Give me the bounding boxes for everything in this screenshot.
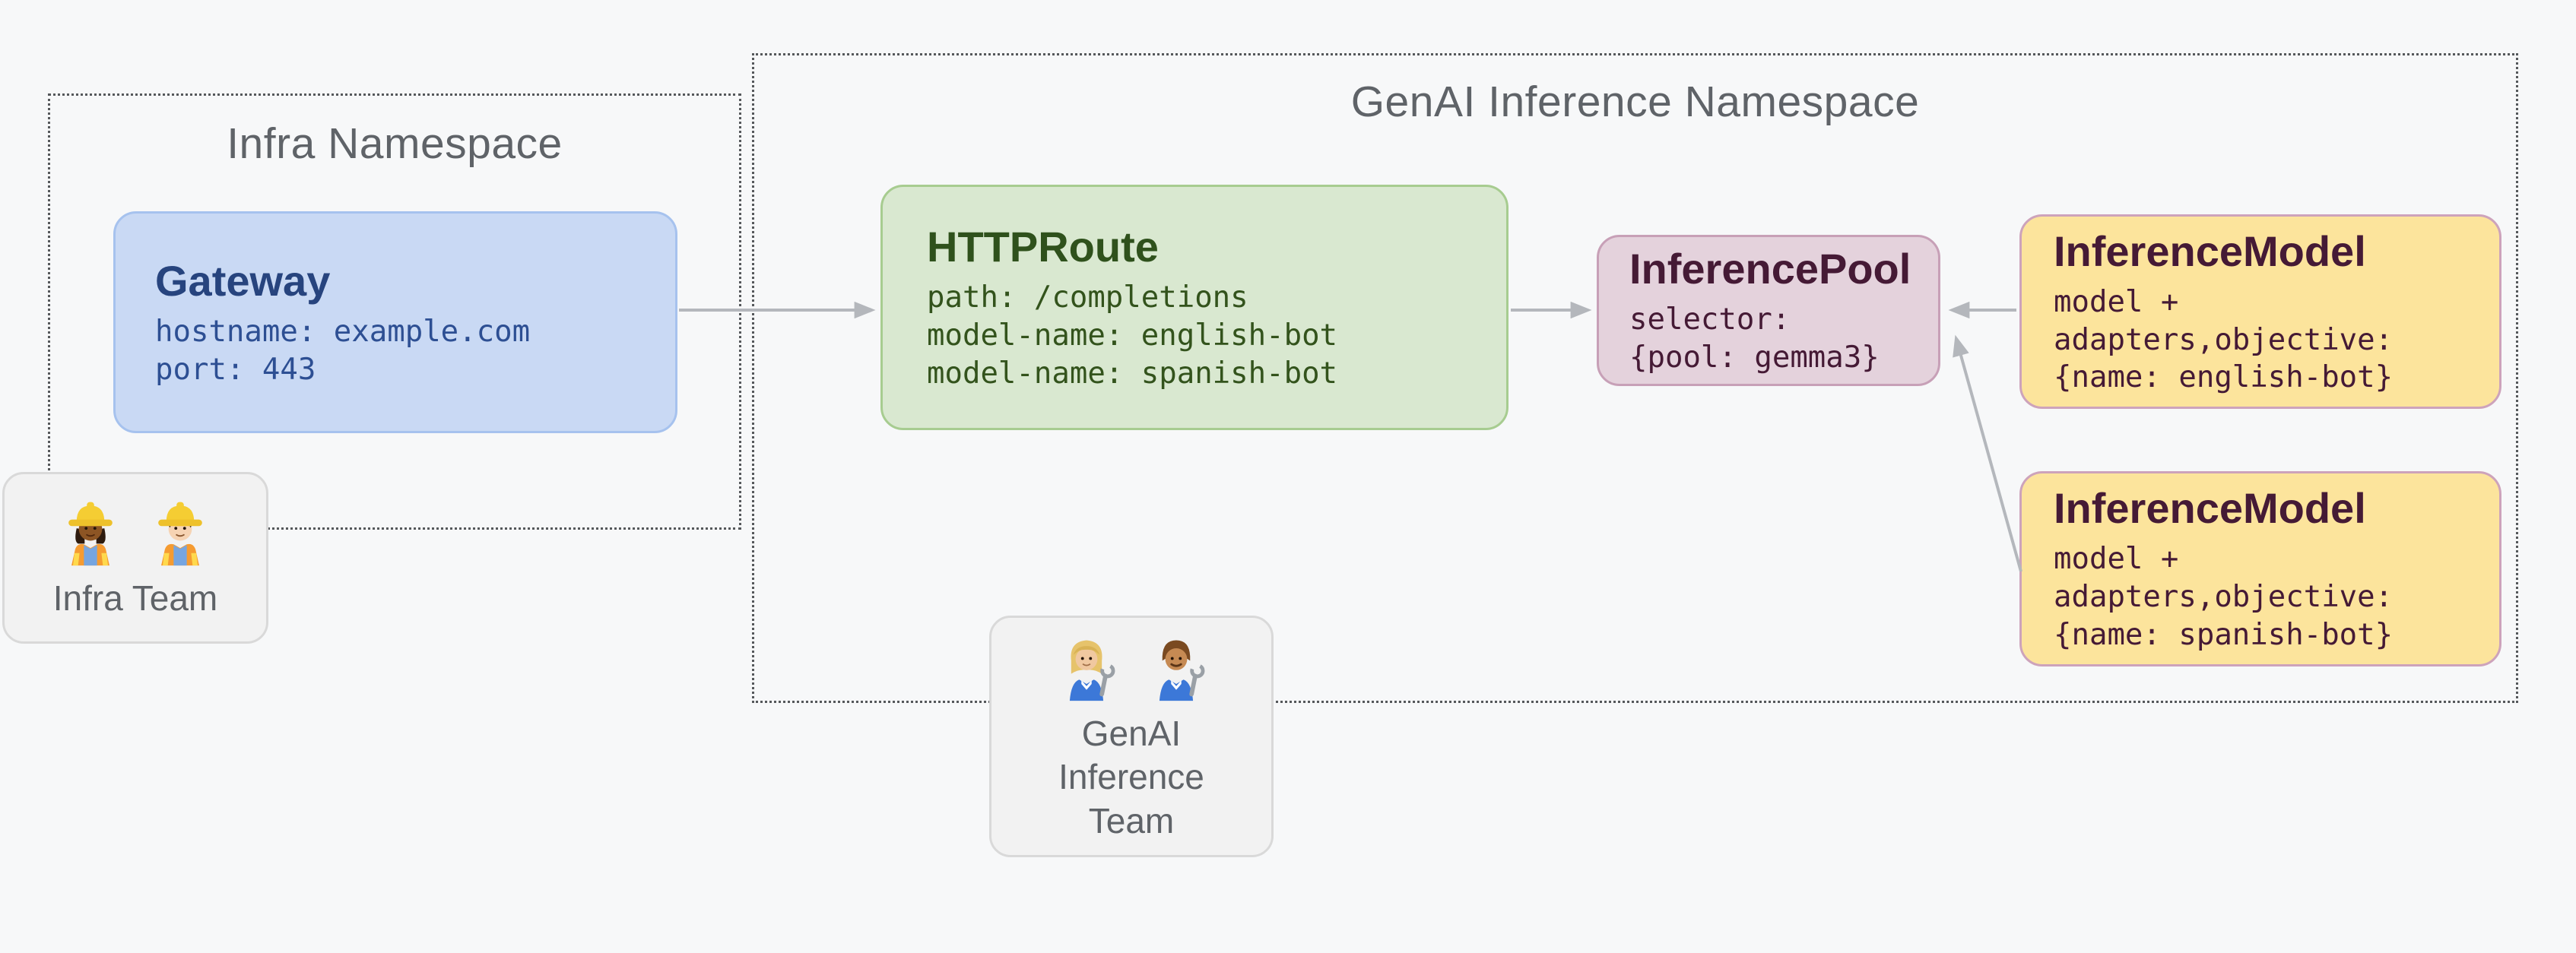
woman-mechanic-icon (1069, 640, 1115, 701)
genai-team-label-line: Inference (1058, 757, 1204, 797)
inferencemodel-english-title: InferenceModel (2054, 226, 2366, 275)
infra-team-label: Infra Team (52, 578, 218, 619)
genai-team-label-line: Team (1088, 800, 1175, 841)
node-property-line: selector: (1629, 302, 1791, 337)
inferencepool-properties: selector:{pool: gemma3} (1629, 301, 1938, 377)
woman-construction-worker-icon (68, 502, 113, 566)
node-property-line: {pool: gemma3} (1629, 340, 1880, 375)
node-property-line: port: 443 (155, 352, 316, 387)
node-property-line: {name: english-bot} (2054, 360, 2394, 395)
infra-namespace-label: Infra Namespace (227, 119, 563, 168)
genai-namespace-box (752, 53, 2518, 703)
inferencemodel-english-properties: model +adapters,objective:{name: english… (2054, 283, 2499, 397)
node-property-line: model + (2054, 284, 2179, 319)
genai-namespace-label: GenAI Inference Namespace (1350, 78, 1920, 126)
node-property-line: model-name: spanish-bot (927, 356, 1338, 391)
inferencemodel-english-node: InferenceModel model +adapters,objective… (2019, 214, 2501, 409)
inferencemodel-spanish-node: InferenceModel model +adapters,objective… (2019, 471, 2501, 666)
genai-team-icons (1050, 630, 1213, 703)
node-property-line: model + (2054, 542, 2179, 577)
inferencepool-node: InferencePool selector:{pool: gemma3} (1597, 235, 1940, 386)
infra-team-icons (54, 495, 217, 568)
inferencemodel-spanish-title: InferenceModel (2054, 484, 2366, 533)
man-construction-worker-icon (158, 502, 202, 566)
genai-team-label-line: GenAI (1081, 714, 1182, 754)
inferencemodel-spanish-properties: model +adapters,objective:{name: spanish… (2054, 540, 2499, 654)
node-property-line: path: /completions (927, 280, 1248, 315)
node-property-line: hostname: example.com (155, 314, 531, 349)
httproute-title: HTTPRoute (927, 223, 1159, 271)
man-mechanic-icon (1159, 640, 1205, 701)
infra-namespace-box (48, 93, 741, 530)
node-property-line: {name: spanish-bot} (2054, 617, 2394, 652)
node-property-line: model-name: english-bot (927, 318, 1338, 353)
node-property-line: adapters,objective: (2054, 322, 2394, 357)
genai-team-label: GenAI Inference Team (1058, 712, 1204, 842)
genai-team-card: GenAI Inference Team (989, 616, 1274, 857)
inferencepool-title: InferencePool (1629, 245, 1911, 293)
infra-team-card: Infra Team (2, 472, 268, 644)
node-property-line: adapters,objective: (2054, 580, 2394, 615)
gateway-title: Gateway (155, 256, 331, 305)
